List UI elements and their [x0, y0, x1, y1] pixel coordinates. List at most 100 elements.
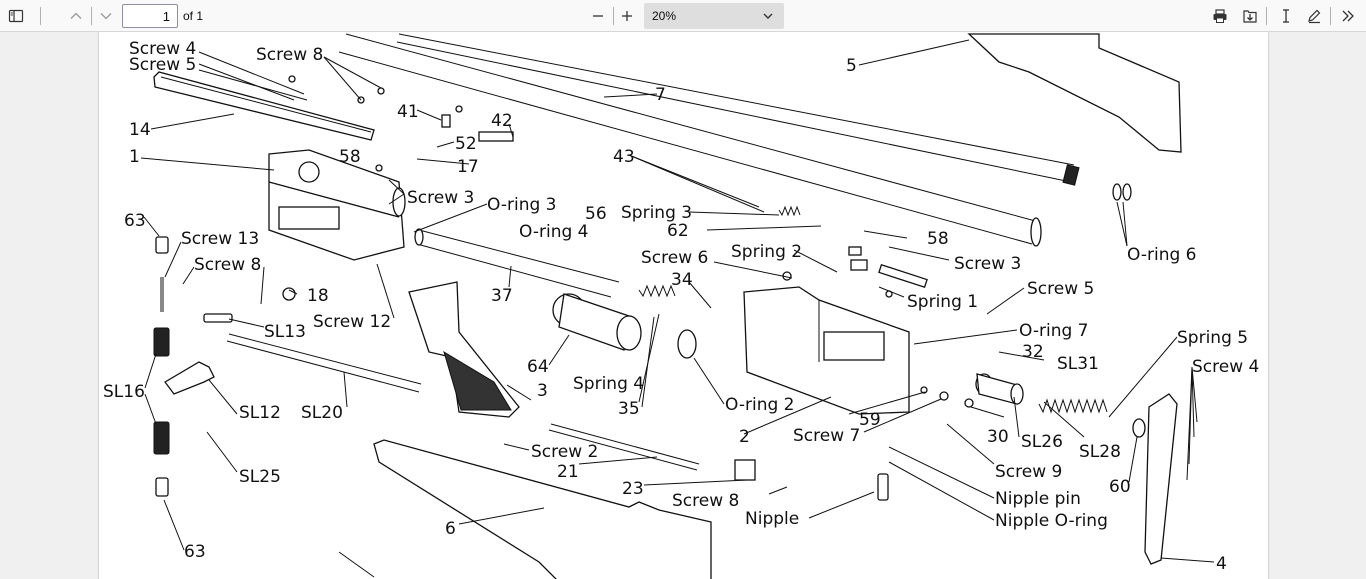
callout-o-ring-2: O-ring 2 — [725, 395, 795, 415]
sidebar-toggle-icon[interactable] — [4, 4, 28, 28]
callout-35: 35 — [618, 399, 640, 419]
page-number-input[interactable] — [122, 4, 178, 28]
toolbar-separator — [40, 7, 41, 25]
callout-nipple-o-ring: Nipple O-ring — [995, 511, 1108, 531]
draw-pen-icon[interactable] — [1302, 4, 1326, 28]
callout-43: 43 — [613, 147, 635, 167]
callout-screw-12: Screw 12 — [313, 312, 391, 332]
part-spring-3 — [778, 205, 801, 217]
callout-o-ring-6: O-ring 6 — [1127, 245, 1197, 265]
toolbar-separator — [1330, 7, 1331, 25]
callout-34: 34 — [671, 270, 693, 290]
callout-screw-4-top: Screw 4 — [129, 39, 196, 59]
part-grip-panel — [1144, 393, 1178, 565]
callout-5: 5 — [846, 56, 857, 76]
text-tool-icon[interactable] — [1274, 4, 1298, 28]
part-sl26 — [975, 373, 1024, 405]
callout-41: 41 — [397, 102, 419, 122]
callout-screw-6: Screw 6 — [641, 248, 708, 268]
zoom-select[interactable]: 20% — [644, 3, 784, 29]
callout-59: 59 — [859, 410, 881, 430]
callout-o-ring-7: O-ring 7 — [1019, 321, 1089, 341]
callout-sl28: SL28 — [1079, 442, 1121, 462]
previous-page-icon[interactable] — [64, 4, 88, 28]
callout-30: 30 — [987, 427, 1009, 447]
callout-62: 62 — [667, 221, 689, 241]
toolbar-separator — [613, 7, 614, 25]
part-inner-barrel — [396, 33, 1080, 186]
page-count: of 1 — [183, 9, 204, 23]
callout-sl16: SL16 — [103, 382, 145, 402]
callout-17: 17 — [457, 157, 479, 177]
part-valve-body — [743, 286, 910, 415]
part-knobs — [153, 236, 170, 497]
part-pistol-grip — [408, 281, 520, 418]
tools-menu-icon[interactable] — [1336, 4, 1360, 28]
pdf-page: Screw 4 Screw 5 Screw 8 14 1 41 42 52 58… — [99, 32, 1268, 579]
callout-screw-8-top: Screw 8 — [256, 45, 323, 65]
document-viewer[interactable]: Screw 4 Screw 5 Screw 8 14 1 41 42 52 58… — [0, 32, 1366, 579]
callout-screw-3-left: Screw 3 — [407, 188, 474, 208]
callout-screw-5-right: Screw 5 — [1027, 279, 1094, 299]
callout-spring-5: Spring 5 — [1177, 328, 1248, 348]
callout-sl12: SL12 — [239, 403, 281, 423]
part-spring-4 — [638, 284, 676, 298]
callout-spring-2: Spring 2 — [731, 242, 802, 262]
callout-sl13: SL13 — [264, 322, 306, 342]
callout-14: 14 — [129, 120, 151, 140]
print-icon[interactable] — [1208, 4, 1232, 28]
callout-screw-2: Screw 2 — [531, 442, 598, 462]
callout-6: 6 — [445, 519, 456, 539]
callout-64: 64 — [527, 357, 549, 377]
callout-screw-5-top: Screw 5 — [129, 55, 196, 75]
part-cylinder — [552, 293, 642, 351]
callout-screw-13: Screw 13 — [181, 229, 259, 249]
part-rod-sl20 — [226, 333, 422, 393]
callout-o-ring-4: O-ring 4 — [519, 222, 589, 242]
callout-21: 21 — [557, 462, 579, 482]
callout-56: 56 — [585, 204, 607, 224]
callout-58-right: 58 — [927, 229, 949, 249]
callout-sl20: SL20 — [301, 403, 343, 423]
part-nipple — [877, 473, 889, 501]
callout-spring-1: Spring 1 — [907, 292, 978, 312]
part-oring-6 — [1112, 183, 1132, 201]
callout-sl31: SL31 — [1057, 354, 1099, 374]
part-rod-21 — [548, 423, 700, 471]
callout-spring-3: Spring 3 — [621, 203, 692, 223]
callout-52: 52 — [455, 134, 477, 154]
next-page-icon[interactable] — [94, 4, 118, 28]
callout-screw-9: Screw 9 — [995, 462, 1062, 482]
callout-screw-3-right: Screw 3 — [954, 254, 1021, 274]
pdf-toolbar: of 1 20% — [0, 0, 1366, 32]
callout-nipple: Nipple — [745, 509, 799, 529]
callout-screw-7: Screw 7 — [793, 426, 860, 446]
leader-lines — [140, 39, 1215, 578]
callout-screw-8-left: Screw 8 — [194, 255, 261, 275]
part-receiver-block — [268, 149, 406, 261]
part-side-plate-bottom — [373, 439, 712, 579]
callout-37: 37 — [491, 286, 513, 306]
callout-42: 42 — [491, 111, 513, 131]
callout-32: 32 — [1022, 342, 1044, 362]
toolbar-separator — [91, 7, 92, 25]
part-transfer-tube — [414, 228, 620, 298]
part-side-plate-top — [967, 33, 1182, 153]
part-oring-2 — [677, 329, 697, 359]
callout-screw-4-right: Screw 4 — [1192, 357, 1259, 377]
zoom-out-icon[interactable] — [586, 4, 610, 28]
toolbar-separator — [1266, 7, 1267, 25]
callout-3: 3 — [537, 381, 548, 401]
save-download-icon[interactable] — [1238, 4, 1262, 28]
part-scope-rail — [153, 71, 375, 141]
part-barrel-tube — [338, 33, 1042, 247]
callout-4: 4 — [1216, 554, 1227, 574]
callout-63-bottom: 63 — [184, 542, 206, 562]
callout-sl25: SL25 — [239, 467, 281, 487]
zoom-value: 20% — [652, 9, 677, 23]
chevron-down-icon — [763, 13, 773, 19]
part-spring-5 — [1038, 398, 1146, 438]
callout-2: 2 — [739, 427, 750, 447]
zoom-in-icon[interactable] — [615, 4, 639, 28]
callout-nipple-pin: Nipple pin — [995, 489, 1081, 509]
